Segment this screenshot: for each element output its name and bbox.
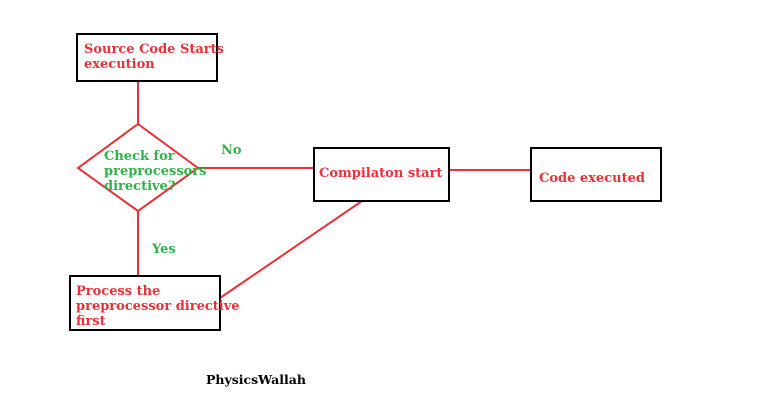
edge-label-no: No	[221, 143, 242, 158]
edge-label-yes: Yes	[152, 242, 176, 257]
code-executed-label: Code executed	[539, 171, 645, 186]
decision-diamond	[76, 122, 200, 213]
source-code-label: Source Code Starts execution	[84, 42, 224, 72]
process-directive-node	[69, 275, 221, 331]
code-executed-node	[530, 147, 662, 202]
connector-process-to-compilation	[219, 200, 363, 299]
physicswallah-watermark: PhysicsWallah	[206, 372, 306, 387]
process-directive-label: Process the preprocessor directive first	[76, 284, 240, 329]
compilation-start-node	[313, 147, 450, 202]
decision-label: Check for preprocessors directive?	[104, 149, 207, 194]
compilation-start-label: Compilaton start	[319, 166, 443, 181]
source-code-node	[76, 33, 218, 82]
